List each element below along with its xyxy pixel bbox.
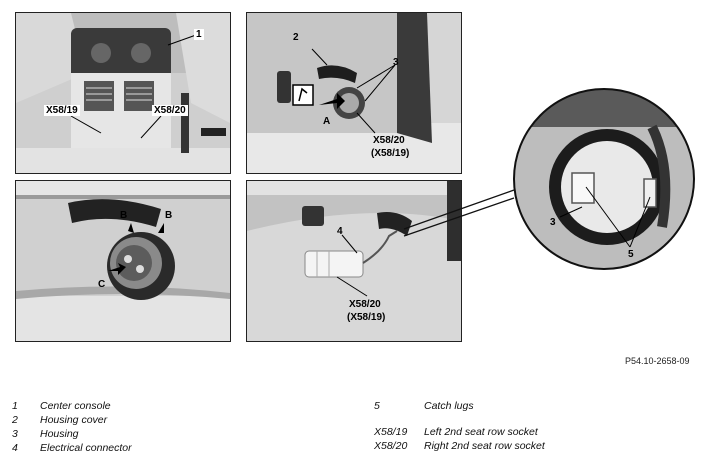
legend-item: 1 Center console xyxy=(12,399,132,413)
housing-cover-illustration xyxy=(247,13,461,173)
legend-text: Electrical connector xyxy=(40,442,132,454)
legend-item: 4 Electrical connector xyxy=(12,441,132,455)
zoom-detail-housing: 3 5 xyxy=(512,87,696,271)
legend-item: 2 Housing cover xyxy=(12,413,132,427)
callout-x58-20: X58/20 xyxy=(349,299,381,310)
callout-2: 2 xyxy=(293,32,299,43)
legend-item: 3 Housing xyxy=(12,427,132,441)
zoom-housing-illustration xyxy=(513,88,695,270)
callout-c: C xyxy=(98,279,106,290)
legend-key: 3 xyxy=(12,428,18,440)
callout-x58-19: X58/19 xyxy=(44,105,80,116)
callout-x58-19: (X58/19) xyxy=(347,312,386,323)
figure-reference: P54.10-2658-09 xyxy=(625,356,690,366)
callout-x58-19: (X58/19) xyxy=(371,148,410,159)
legend-item: X58/19 Left 2nd seat row socket xyxy=(374,425,545,439)
legend-right: 5 Catch lugs X58/19 Left 2nd seat row sock… xyxy=(374,399,545,453)
zoom-callout-5: 5 xyxy=(628,249,634,260)
legend-left: 1 Center console 2 Housing cover 3 Housing … xyxy=(12,399,132,455)
legend-key: 4 xyxy=(12,442,18,454)
legend-text: Housing cover xyxy=(40,414,108,426)
legend-text: Housing xyxy=(40,428,79,440)
callout-x58-20: X58/20 xyxy=(152,105,188,116)
callout-1: 1 xyxy=(194,29,204,40)
photo-catch-release: B B C xyxy=(15,180,231,342)
callout-b-right: B xyxy=(165,210,173,221)
legend-item: 5 Catch lugs xyxy=(374,399,545,413)
callout-4: 4 xyxy=(337,226,343,237)
callout-3: 3 xyxy=(393,57,399,68)
callout-a: A xyxy=(323,116,331,127)
legend-key: 1 xyxy=(12,400,18,412)
zoom-callout-3: 3 xyxy=(550,217,556,228)
legend-text: Center console xyxy=(40,400,111,412)
legend-text: Right 2nd seat row socket xyxy=(424,440,545,452)
legend-text: Catch lugs xyxy=(424,400,474,412)
legend-item: X58/20 Right 2nd seat row socket xyxy=(374,439,545,453)
photo-housing-cover-open: 2 3 A X58/20 (X58/19) xyxy=(246,12,462,174)
callout-b-left: B xyxy=(120,210,128,221)
photo-center-console: 1 X58/19 X58/20 xyxy=(15,12,231,174)
legend-key: 2 xyxy=(12,414,18,426)
callout-x58-20: X58/20 xyxy=(373,135,405,146)
photo-electrical-connector: 4 X58/20 (X58/19) xyxy=(246,180,462,342)
catch-release-illustration xyxy=(16,181,230,341)
legend-key: X58/20 xyxy=(374,440,408,452)
legend-text: Left 2nd seat row socket xyxy=(424,426,538,438)
legend-key: X58/19 xyxy=(374,426,408,438)
legend-key: 5 xyxy=(374,400,380,412)
